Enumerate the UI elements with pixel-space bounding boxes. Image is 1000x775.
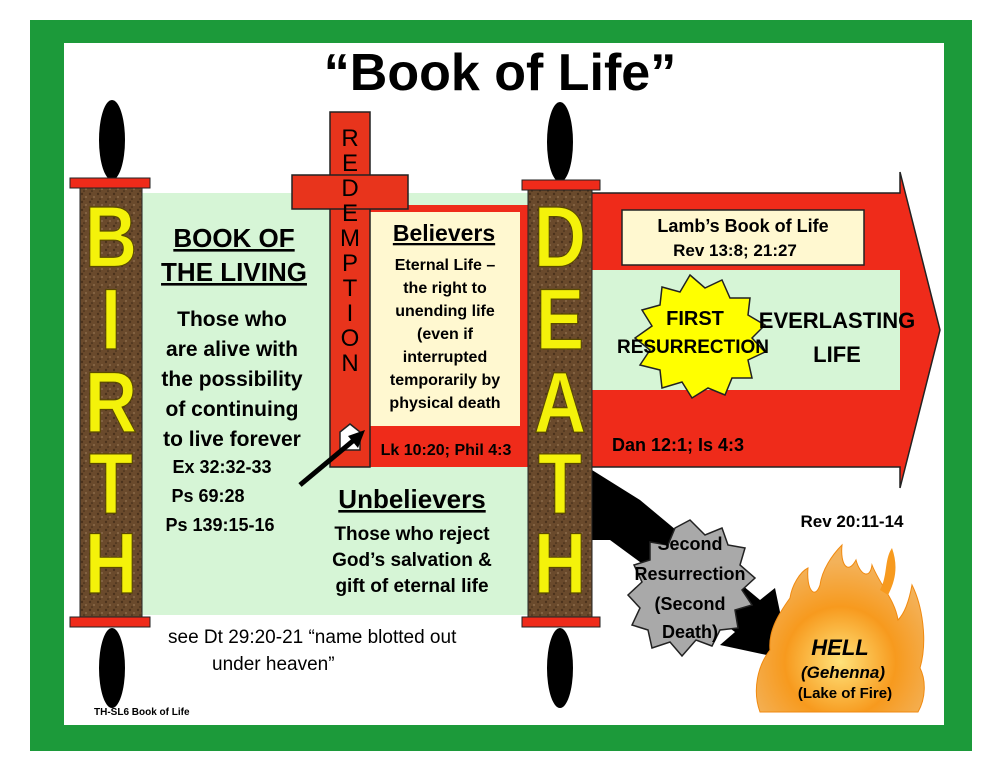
page-title: “Book of Life” [324,44,676,102]
book-of-living-heading-1: BOOK OF [173,223,294,253]
birth-letter: B [85,188,137,285]
lambs-book-ref: Rev 13:8; 21:27 [673,241,797,260]
birth-letter: T [89,435,133,532]
believers-ref: Lk 10:20; Phil 4:3 [381,442,512,459]
death-letter: H [534,515,586,612]
first-resurrection-burst [633,273,767,400]
birth-scroll-body [79,187,143,618]
believers-line: interrupted [403,349,487,366]
believers-line: (even if [417,326,474,343]
lambs-book-title: Lamb’s Book of Life [657,216,828,236]
death-letters: D E A T H [533,188,586,612]
death-scroll-bottom-knob [547,628,573,708]
unbelievers-line: God’s salvation & [332,550,492,571]
second-resurrection-line: (Second [654,594,725,614]
death-scroll-body [527,189,593,618]
cross-vertical-fill [331,176,369,208]
book-of-living-refs: Ex 32:32-33 Ps 69:28 Ps 139:15-16 [165,457,274,535]
second-resurrection-text: Second Resurrection (Second Death) [634,534,745,642]
redemption-letter: E [342,150,358,177]
cross-vertical [329,111,371,468]
believers-line: Eternal Life – [395,257,496,274]
ref-line: Ps 139:15-16 [165,515,274,535]
redemption-letter: N [341,350,358,377]
birth-scroll-top-cap [69,177,151,189]
ref-line: Ex 32:32-33 [172,457,271,477]
birth-letters: B I R T H [84,188,137,612]
everlasting-line1: EVERLASTING [759,308,915,333]
death-letter: D [534,188,586,285]
pointer-arrow-head [348,430,365,448]
redemption-letters: R E D E M P T I O N [340,125,360,377]
second-resurrection-burst [626,519,757,658]
birth-scroll-top-knob [99,100,125,180]
second-resurrection-line: Death) [662,622,718,642]
first-resurrection-line2: RESURRECTION [617,337,769,358]
unbelievers-line: gift of eternal life [335,576,488,597]
death-letter: T [538,435,582,532]
birth-letter: H [85,515,137,612]
rev-ref: Rev 20:11-14 [800,512,904,531]
redemption-letter: T [343,275,358,302]
believers-heading: Believers [393,220,495,246]
redemption-letter: E [342,200,358,227]
book-of-living-heading-2: THE LIVING [161,257,307,287]
footer-label: TH-SL6 Book of Life [94,707,190,718]
redemption-letter: M [340,225,360,252]
blotted-line2: under heaven” [212,654,335,675]
believers-text: Eternal Life – the right to unending lif… [389,257,500,412]
lambs-book-box [621,209,865,266]
hell-subtitle: (Gehenna) [801,663,885,682]
birth-letter: R [85,354,137,451]
believers-line: the right to [403,280,487,297]
flame-wisp [880,548,896,595]
redemption-letter: O [341,325,360,352]
blotted-line1: see Dt 29:20-21 “name blotted out [168,627,457,648]
everlasting-line2: LIFE [813,342,861,367]
redemption-letter: D [341,175,358,202]
death-scroll-bottom-cap [521,616,601,628]
redemption-letter: P [342,250,358,277]
redemption-letter: R [341,125,358,152]
believers-line: physical death [389,395,500,412]
unbelievers-line: Those who reject [334,524,490,545]
death-scroll-top-knob [547,102,573,182]
birth-letter: I [101,271,121,368]
unbelievers-heading: Unbelievers [338,484,485,514]
death-letter: A [534,354,586,451]
death-letter: E [536,271,584,368]
second-resurrection-line: Second [657,534,722,554]
ref-line: Ps 69:28 [171,486,244,506]
hell-lake: (Lake of Fire) [798,685,892,702]
book-of-living-desc: Those who are alive with the possibility… [161,308,303,451]
unbelievers-text: Those who reject God’s salvation & gift … [332,524,492,597]
believers-line: unending life [395,303,495,320]
birth-scroll-bottom-cap [69,616,151,628]
desc-line: the possibility [161,368,303,391]
first-resurrection-line1: FIRST [666,308,724,330]
desc-line: are alive with [166,338,298,361]
desc-line: to live forever [163,428,301,451]
desc-line: of continuing [166,398,299,421]
second-resurrection-line: Resurrection [634,564,745,584]
birth-scroll-bottom-knob [99,628,125,708]
believers-line: temporarily by [390,372,500,389]
pointer-arrow-line [298,433,362,487]
hell-title: HELL [811,635,868,660]
desc-line: Those who [177,308,287,331]
dan-ref: Dan 12:1; Is 4:3 [612,435,744,455]
believers-box [368,212,520,426]
redemption-letter: I [347,300,354,327]
